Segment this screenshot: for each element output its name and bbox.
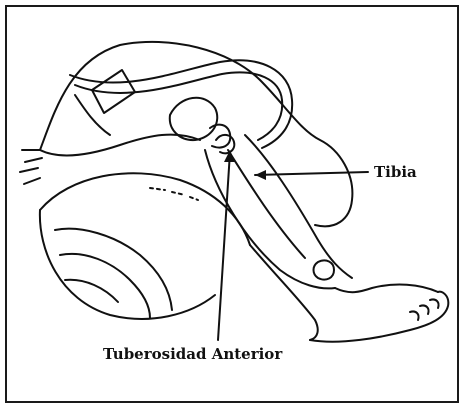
tuberosity-leader-line <box>218 152 230 340</box>
towel-roll-front <box>40 210 215 319</box>
foot-sole <box>310 292 448 342</box>
patella <box>170 98 217 140</box>
tuberosity-mark <box>216 135 234 153</box>
ankle <box>335 285 438 293</box>
tuberosity-label: Tuberosidad Anterior <box>103 345 282 363</box>
toes <box>410 299 439 320</box>
tibia-label: Tibia <box>374 163 417 181</box>
towel-fold-3 <box>65 280 118 302</box>
thigh-crease <box>75 95 110 135</box>
tibia-leader-line <box>255 172 368 175</box>
towel-dashes <box>150 188 198 200</box>
malleolus <box>314 260 335 279</box>
towel-roll-top <box>40 173 250 245</box>
towel-fold-2 <box>60 254 150 318</box>
thigh-lower-contour <box>40 135 200 156</box>
hand-fingers <box>20 150 42 184</box>
tuberosity-arrowhead <box>224 150 235 162</box>
calf-outline <box>250 245 318 340</box>
tibia-arrowhead <box>255 170 266 180</box>
tibia-ridge <box>228 150 305 258</box>
